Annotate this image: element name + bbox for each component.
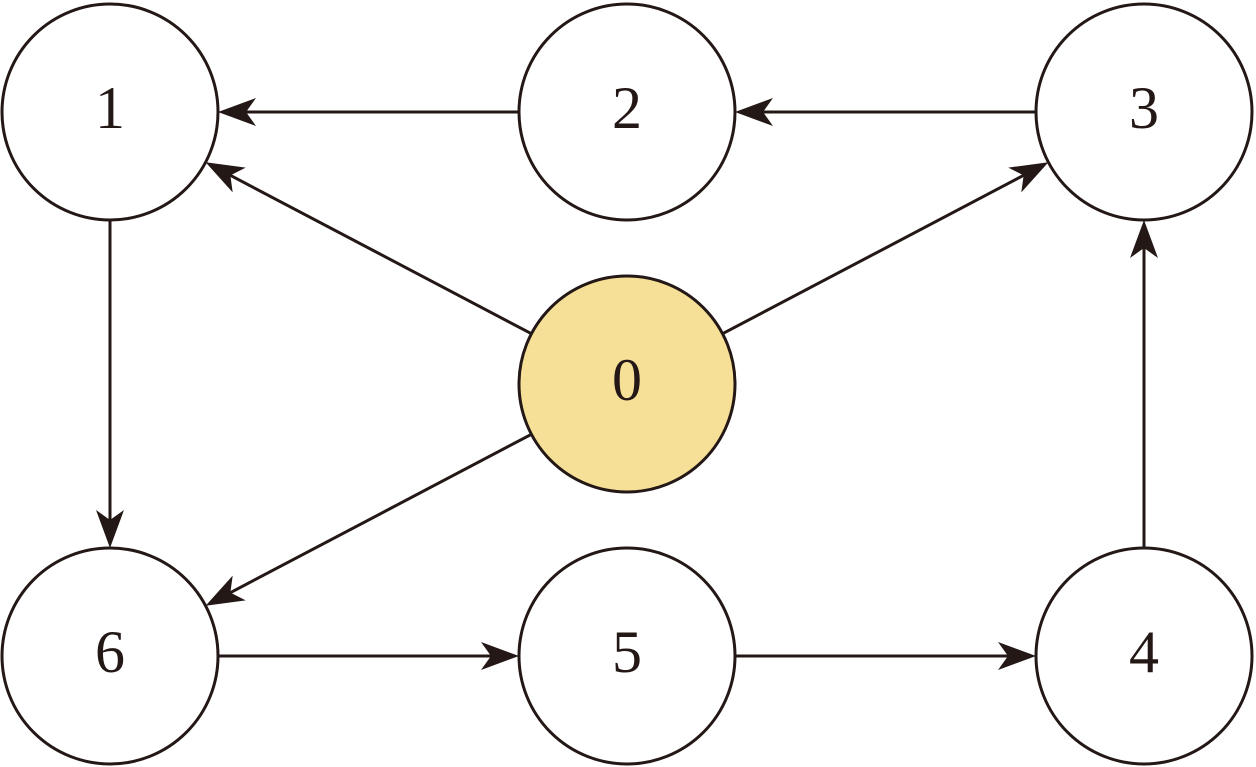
arrowhead-icon — [481, 642, 519, 670]
edge-line — [229, 432, 533, 595]
edge-3-to-2 — [735, 98, 1036, 126]
arrowhead-icon — [96, 510, 124, 548]
edge-line — [229, 173, 533, 336]
node-0: 0 — [517, 274, 737, 494]
arrowhead-icon — [205, 575, 246, 606]
node-label: 1 — [95, 75, 125, 141]
node-label: 3 — [1129, 75, 1159, 141]
arrowhead-icon — [1130, 220, 1158, 258]
edges-layer — [96, 98, 1158, 670]
edge-5-to-4 — [735, 642, 1036, 670]
edge-6-to-5 — [218, 642, 519, 670]
arrowhead-icon — [218, 98, 256, 126]
node-1: 1 — [0, 2, 220, 222]
node-circle — [1034, 2, 1254, 222]
node-circle — [0, 2, 220, 222]
edge-line — [721, 173, 1025, 336]
node-label: 2 — [612, 75, 642, 141]
node-label: 6 — [95, 619, 125, 685]
node-circle — [517, 274, 737, 494]
node-circle — [517, 2, 737, 222]
arrowhead-icon — [735, 98, 773, 126]
node-6: 6 — [0, 546, 220, 766]
arrowhead-icon — [998, 642, 1036, 670]
edge-0-to-1 — [205, 162, 533, 336]
node-2: 2 — [517, 2, 737, 222]
edge-2-to-1 — [218, 98, 519, 126]
node-5: 5 — [517, 546, 737, 766]
node-label: 5 — [612, 619, 642, 685]
edge-4-to-3 — [1130, 220, 1158, 548]
node-4: 4 — [1034, 546, 1254, 766]
node-label: 4 — [1129, 619, 1159, 685]
node-circle — [517, 546, 737, 766]
node-circle — [0, 546, 220, 766]
arrowhead-icon — [1008, 162, 1049, 193]
edge-1-to-6 — [96, 220, 124, 548]
node-3: 3 — [1034, 2, 1254, 222]
node-label: 0 — [612, 347, 642, 413]
arrowhead-icon — [205, 162, 246, 193]
edge-0-to-6 — [205, 432, 533, 606]
node-circle — [1034, 546, 1254, 766]
edge-0-to-3 — [721, 162, 1049, 336]
